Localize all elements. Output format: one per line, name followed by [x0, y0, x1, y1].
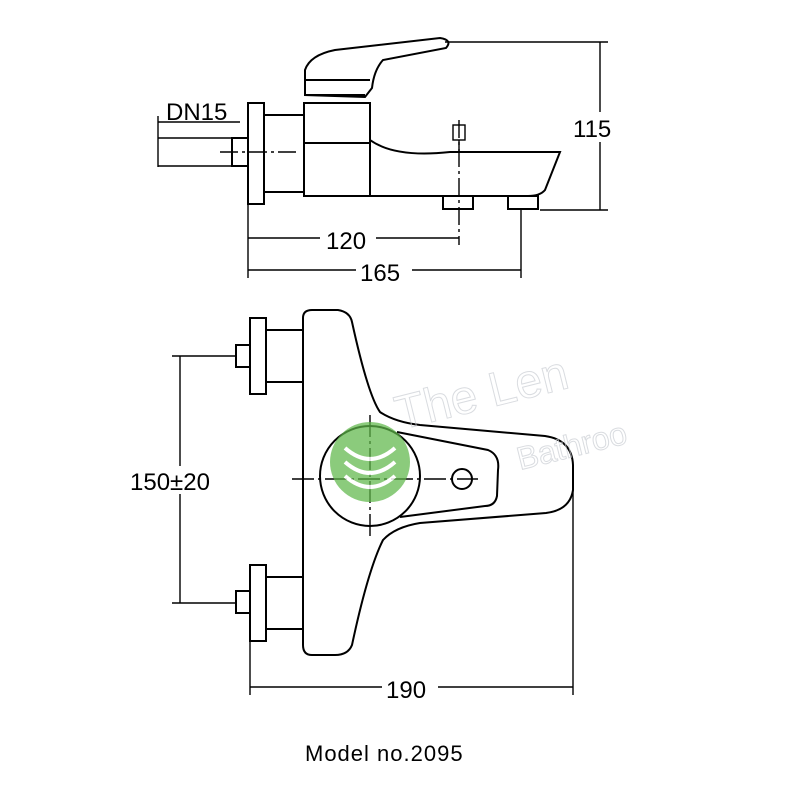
- lower-inlet-stub: [235, 590, 251, 614]
- spout: [369, 139, 562, 197]
- overall-width-label: 190: [386, 677, 426, 704]
- lower-nut: [265, 576, 304, 630]
- upper-inlet-stub: [235, 344, 251, 368]
- overall-depth-dimension-label: 165: [360, 260, 400, 287]
- lever-handle: [304, 36, 450, 99]
- watermark-text-line1: The Len: [390, 347, 574, 441]
- spout-reach-dimension-label: 120: [326, 228, 366, 255]
- height-dimension-label: 115: [573, 116, 611, 143]
- inlet-size-label: DN15: [166, 99, 227, 126]
- upper-nut: [265, 329, 304, 383]
- connector-nut: [263, 114, 305, 193]
- lower-flange: [249, 564, 267, 642]
- spout-tip: [507, 195, 539, 210]
- upper-flange: [249, 317, 267, 395]
- lever-top-view: [396, 431, 500, 518]
- watermark-text-line2: Bathroo: [513, 415, 630, 477]
- watermark-logo: [330, 422, 410, 502]
- watermark: The Len Bathroo: [330, 346, 631, 502]
- valve-body: [303, 102, 371, 197]
- side-view: DN15 115 120 165: [157, 36, 617, 287]
- model-caption: Model no.2095: [305, 741, 464, 766]
- outlet-aerator: [442, 195, 474, 210]
- center-distance-label: 150±20: [130, 469, 210, 496]
- wall-flange: [247, 102, 265, 205]
